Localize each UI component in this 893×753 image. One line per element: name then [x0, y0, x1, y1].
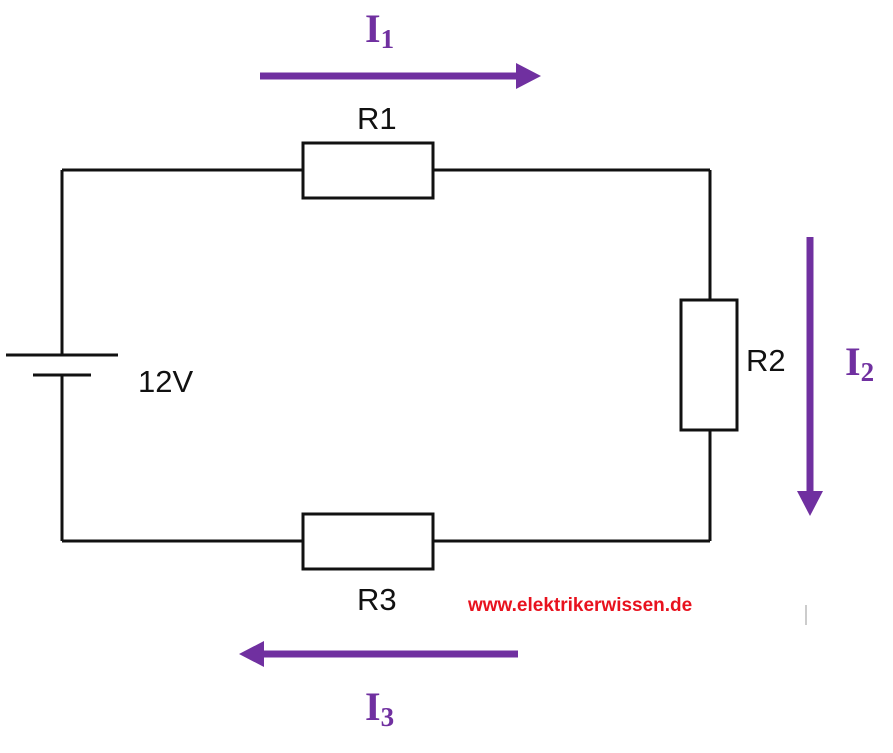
current-label-i3: I3	[365, 684, 394, 732]
current-arrow-i1	[260, 63, 541, 89]
circuit-wires	[60, 168, 712, 543]
resistor-r1	[301, 141, 435, 200]
battery-symbol	[6, 353, 118, 377]
resistor-r3-label: R3	[357, 582, 397, 617]
current-arrow-i1-head	[516, 63, 541, 89]
current-label-i2: I2	[845, 339, 874, 387]
source-voltage-label: 12V	[138, 364, 193, 399]
watermark-url: www.elektrikerwissen.de	[467, 595, 692, 616]
resistor-r2-label: R2	[746, 343, 786, 378]
current-arrow-i3-head	[239, 641, 264, 667]
resistor-r3	[301, 512, 435, 571]
current-label-i1: I1	[365, 6, 394, 54]
resistor-r2	[679, 298, 739, 432]
resistor-r1-label: R1	[357, 101, 397, 136]
current-arrow-i3	[239, 641, 518, 667]
current-arrow-i2-head	[797, 491, 823, 516]
current-arrow-i2	[797, 237, 823, 516]
